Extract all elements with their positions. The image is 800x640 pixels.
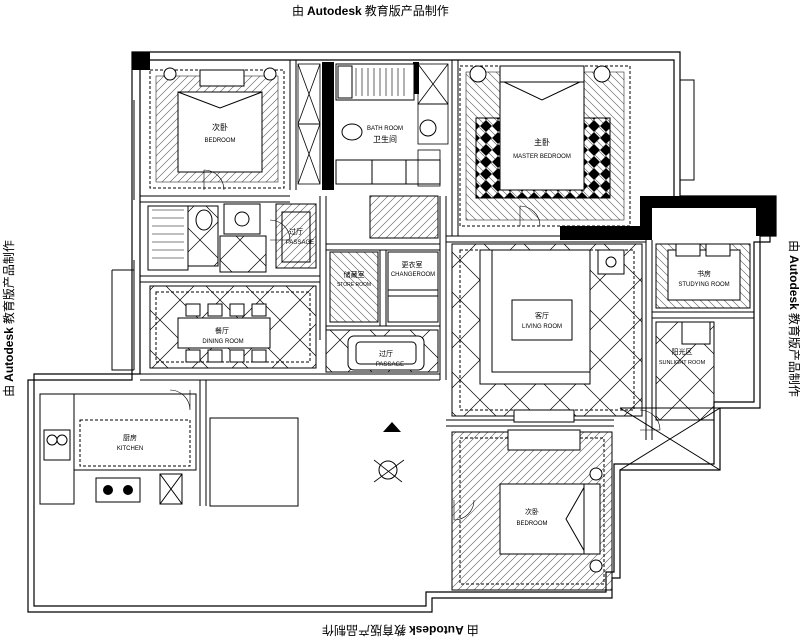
room-name-en: CHANGEROOM: [391, 272, 435, 278]
sink-icon: [56, 434, 68, 446]
lamp-icon: [605, 256, 617, 268]
room-name-cn: 过厅: [289, 227, 303, 236]
entry-area: [209, 417, 405, 507]
room-name-cn: 客厅: [535, 311, 549, 320]
wall-corner-nw: [132, 52, 150, 70]
room-name-en: BEDROOM: [516, 521, 547, 527]
passage-upper: 过厅 PASSAGE: [275, 203, 317, 269]
room-name-cn: 书房: [697, 269, 711, 278]
room-name-cn: 更衣室: [402, 260, 423, 269]
room-name-en: BATH ROOM: [367, 126, 403, 132]
room-name-cn: 卫生间: [373, 134, 397, 144]
room-name-en: PASSAGE: [376, 362, 404, 368]
hall-floor: [369, 195, 439, 239]
wall-bathroom-east: [413, 62, 419, 94]
toilet-icon: [195, 209, 213, 231]
sink-icon: [419, 119, 437, 137]
room-name-en: PASSAGE: [286, 240, 314, 246]
sunlight-room: 阳光区 SUNLIGHT ROOM: [655, 321, 715, 421]
toilet-icon: [341, 123, 363, 141]
room-name-en: STORE ROOM: [337, 282, 371, 288]
room-name-en: DINING ROOM: [202, 339, 243, 345]
study-room: 书房 STUDYING ROOM: [655, 243, 751, 309]
bedroom-nw: 次卧 BEDROOM: [149, 67, 285, 189]
store-and-change-rooms: 储藏室 STORE ROOM 更衣室 CHANGEROOM: [329, 251, 439, 323]
room-name-en: LIVING ROOM: [522, 324, 562, 330]
dining-room: 餐厅 DINING ROOM: [149, 285, 317, 369]
room-name-en: SUNLIGHT ROOM: [659, 360, 706, 366]
wall-study-north: [640, 196, 776, 208]
sink-icon: [234, 211, 250, 227]
room-name-cn: 次卧: [212, 122, 228, 132]
room-name-en: MASTER BEDROOM: [513, 154, 571, 160]
lamp-icon: [263, 67, 277, 81]
lamp-icon: [163, 67, 177, 81]
living-room: 客厅 LIVING ROOM: [451, 243, 643, 423]
entrance-arrow-icon: [383, 422, 401, 432]
room-name-cn: 储藏室: [344, 270, 365, 279]
room-name-cn: 主卧: [534, 137, 550, 147]
passage-lower: 过厅 PASSAGE: [325, 329, 439, 373]
lamp-icon: [589, 467, 603, 481]
lamp-icon: [589, 559, 603, 573]
stove-burner-icon: [103, 485, 113, 495]
watermark-prefix: 由: [292, 4, 305, 18]
laundry-area: [147, 203, 267, 273]
bathroom: BATH ROOM 卫生间: [335, 63, 441, 185]
room-name-en: BEDROOM: [204, 138, 235, 144]
room-name-cn: 次卧: [525, 507, 539, 516]
master-bedroom: 主卧 MASTER BEDROOM: [459, 65, 631, 227]
sink-icon: [46, 434, 58, 446]
wall-master-south: [560, 226, 652, 240]
wall-bathroom-west: [322, 62, 334, 190]
room-name-en: KITCHEN: [117, 446, 143, 452]
watermark-top: 由 Autodesk 教育版产品制作: [292, 2, 449, 19]
lamp-icon: [469, 65, 487, 83]
room-name-cn: 过厅: [379, 349, 393, 358]
kitchen: 厨房 KITCHEN: [39, 393, 197, 505]
door-swings: [169, 169, 661, 521]
lamp-icon: [593, 65, 611, 83]
room-name-en: STUDYING ROOM: [678, 282, 729, 288]
watermark-suffix: 教育版产品制作: [364, 4, 449, 18]
stove-burner-icon: [123, 485, 133, 495]
watermark-brand: Autodesk: [307, 4, 362, 18]
bedroom-se: 次卧 BEDROOM: [451, 429, 613, 591]
wall-corner-ne: [756, 196, 776, 236]
room-name-cn: 厨房: [123, 433, 137, 442]
room-name-cn: 阳光区: [672, 347, 693, 356]
room-name-cn: 餐厅: [215, 326, 229, 335]
